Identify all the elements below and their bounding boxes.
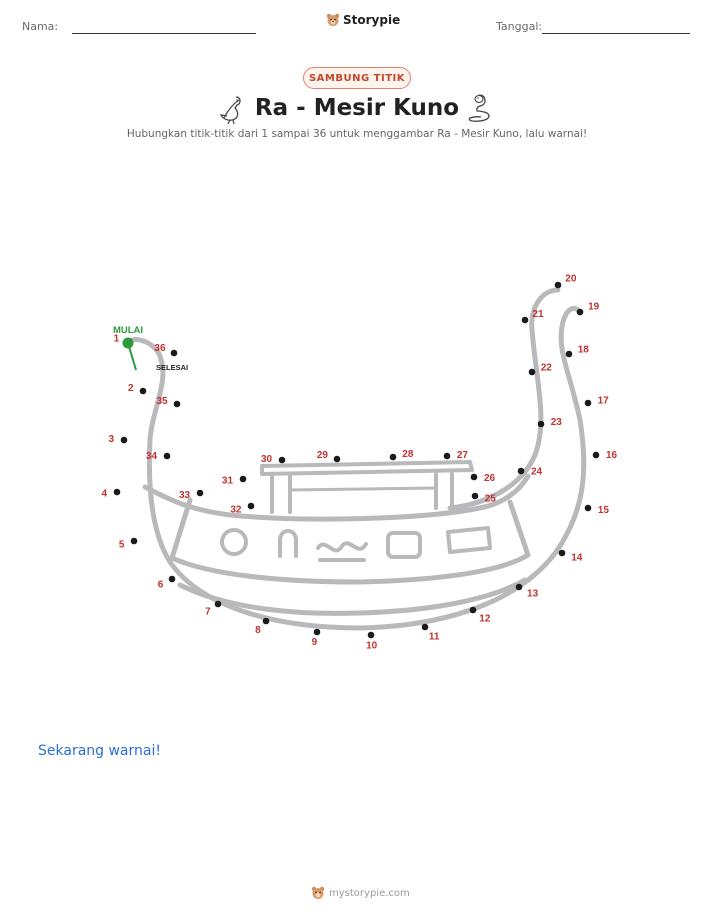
start-dot — [122, 337, 134, 349]
dot-number-25: 25 — [485, 494, 497, 505]
dot-35[interactable] — [173, 400, 181, 408]
color-prompt: Sekarang warnai! — [38, 743, 161, 759]
dot-28[interactable] — [389, 453, 397, 461]
dot-number-17: 17 — [598, 396, 610, 407]
dot-34[interactable] — [163, 452, 171, 460]
dot-number-9: 9 — [312, 637, 318, 648]
dot-36[interactable] — [170, 349, 178, 357]
dot-23[interactable] — [537, 420, 545, 428]
dot-11[interactable] — [421, 623, 429, 631]
cobra-icon — [468, 94, 490, 122]
dot-7[interactable] — [214, 600, 222, 608]
dot-32[interactable] — [247, 502, 255, 510]
dot-4[interactable] — [113, 488, 121, 496]
dot-number-18: 18 — [578, 345, 590, 356]
dot-number-21: 21 — [532, 309, 544, 320]
dot-10[interactable] — [367, 631, 375, 639]
dot-number-33: 33 — [179, 490, 191, 501]
dot-33[interactable] — [196, 489, 204, 497]
name-line[interactable] — [72, 33, 256, 34]
dot-18[interactable] — [565, 350, 573, 358]
dot-20[interactable] — [554, 281, 562, 289]
dot-15[interactable] — [584, 504, 592, 512]
dot-3[interactable] — [120, 436, 128, 444]
dot-number-29: 29 — [317, 450, 329, 461]
dot-number-13: 13 — [527, 588, 539, 599]
dot-number-36: 36 — [154, 343, 166, 354]
dot-number-23: 23 — [551, 417, 563, 428]
dot-21[interactable] — [521, 316, 529, 324]
dot-number-32: 32 — [230, 505, 242, 516]
name-label: Nama: — [22, 20, 59, 33]
dot-number-7: 7 — [205, 606, 211, 617]
dot-2[interactable] — [139, 387, 147, 395]
dot-number-24: 24 — [531, 467, 543, 478]
footer-brand: mystorypie.com — [311, 886, 410, 900]
finish-label: SELESAI — [156, 363, 188, 372]
dot-16[interactable] — [592, 451, 600, 459]
dot-29[interactable] — [333, 455, 341, 463]
dot-31[interactable] — [239, 475, 247, 483]
footer-url[interactable]: mystorypie.com — [329, 887, 410, 899]
dot-number-12: 12 — [479, 613, 491, 624]
dot-number-26: 26 — [484, 473, 496, 484]
dot-number-28: 28 — [402, 449, 414, 460]
dot-19[interactable] — [576, 308, 584, 316]
dot-22[interactable] — [528, 368, 536, 376]
dot-number-2: 2 — [128, 383, 134, 394]
dot-number-19: 19 — [588, 302, 600, 313]
dot-8[interactable] — [262, 617, 270, 625]
brand-logo: Storypie — [326, 13, 400, 27]
bear-icon — [326, 13, 340, 26]
date-label: Tanggal: — [496, 20, 543, 33]
dot-number-20: 20 — [565, 274, 577, 285]
dot-25[interactable] — [471, 492, 479, 500]
dot-number-22: 22 — [541, 363, 553, 374]
dot-13[interactable] — [515, 583, 523, 591]
dot-number-30: 30 — [261, 454, 273, 465]
dot-number-35: 35 — [156, 396, 168, 407]
dot-12[interactable] — [469, 606, 477, 614]
dot-14[interactable] — [558, 549, 566, 557]
start-label: MULAI — [113, 325, 143, 336]
dot-number-5: 5 — [119, 539, 125, 550]
activity-badge: SAMBUNG TITIK — [303, 67, 411, 89]
dot-number-4: 4 — [101, 488, 107, 499]
dot-number-14: 14 — [571, 552, 583, 563]
dot-30[interactable] — [278, 456, 286, 464]
dot-6[interactable] — [168, 575, 176, 583]
page-title: Ra - Mesir Kuno — [254, 95, 460, 121]
dot-9[interactable] — [313, 628, 321, 636]
dot-number-31: 31 — [222, 475, 234, 486]
dot-number-16: 16 — [606, 450, 618, 461]
dot-27[interactable] — [443, 452, 451, 460]
dot-number-6: 6 — [158, 580, 164, 591]
boat-outline — [125, 287, 587, 631]
dot-number-3: 3 — [109, 434, 115, 445]
instructions: Hubungkan titik-titik dari 1 sampai 36 u… — [126, 128, 588, 140]
dot-number-1: 1 — [114, 334, 120, 345]
dot-number-8: 8 — [255, 625, 261, 636]
date-line[interactable] — [542, 33, 690, 34]
dot-number-27: 27 — [457, 450, 469, 461]
brand-name: Storypie — [343, 13, 401, 27]
dot-number-15: 15 — [598, 505, 610, 516]
dot-5[interactable] — [130, 537, 138, 545]
ibis-icon — [219, 96, 241, 124]
dot-26[interactable] — [470, 473, 478, 481]
dot-17[interactable] — [584, 399, 592, 407]
bear-icon — [311, 886, 325, 899]
dot-number-34: 34 — [146, 451, 158, 462]
dot-24[interactable] — [517, 467, 525, 475]
dot-number-11: 11 — [429, 632, 440, 643]
dot-number-10: 10 — [366, 640, 378, 651]
